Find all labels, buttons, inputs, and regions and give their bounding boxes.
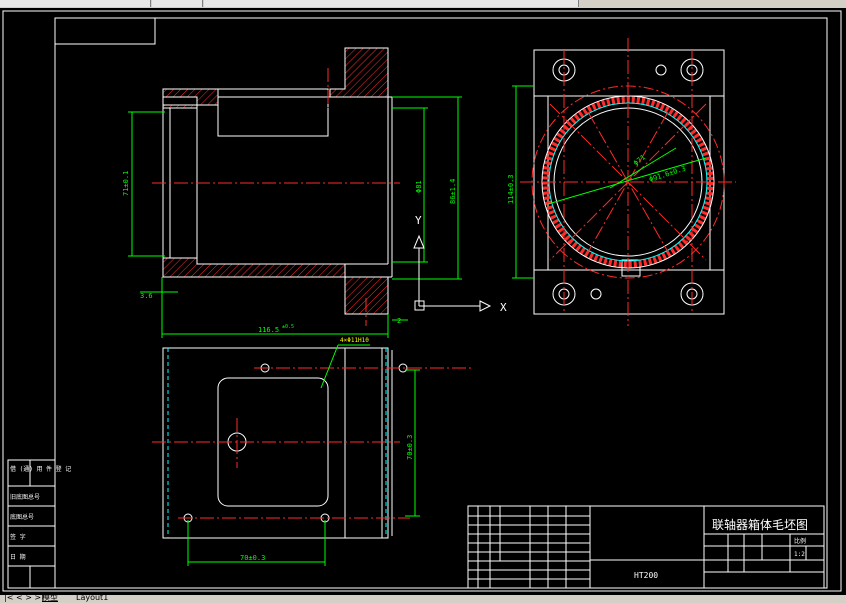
ucs-icon xyxy=(413,234,492,312)
tab-layout1[interactable]: Layout1 xyxy=(76,593,109,602)
part-title: 联轴器箱体毛坯图 xyxy=(712,517,808,532)
ucs-labels: X Y xyxy=(415,214,507,314)
ucs-x-label: X xyxy=(500,301,507,314)
toolbar-tab[interactable] xyxy=(152,0,203,7)
dim-outer-height: 86±1.4 xyxy=(449,179,457,204)
dim-height-left: 71±0.1 xyxy=(122,171,130,196)
dim-inner-dia: Φ81 xyxy=(415,180,423,193)
title-block-grid xyxy=(467,505,825,589)
bottom-centerlines xyxy=(152,367,474,519)
dim-pcd: Φ71 xyxy=(632,153,647,167)
front-section-view[interactable]: 71±0.1 3.6 116.5 ±0.5 2 Φ81 86±1.4 xyxy=(122,47,462,338)
dim-side-height: 70±0.3 xyxy=(406,435,414,460)
left-strip-label: 签 字 xyxy=(10,533,26,541)
side-view[interactable]: 114±0.3 Φ71 Φ91.6±0.3 xyxy=(507,38,736,326)
left-strip-label: 日 期 xyxy=(10,553,26,561)
toolbar-tab[interactable] xyxy=(204,0,579,7)
dim-small-right: 2 xyxy=(397,317,401,325)
tab-nav-arrows[interactable]: |< < > >| xyxy=(4,593,44,602)
left-strip-label: 底图总号 xyxy=(10,513,34,521)
front-dimensions xyxy=(128,96,462,338)
dim-total-tol: ±0.5 xyxy=(282,324,294,330)
front-dim-text: 71±0.1 3.6 116.5 ±0.5 2 Φ81 86±1.4 xyxy=(122,171,457,334)
dim-pattern-height: 114±0.3 xyxy=(507,174,515,204)
part-code: HT200 xyxy=(634,571,658,580)
scale-value: 1:2 xyxy=(794,551,805,558)
toolbar-tab[interactable] xyxy=(0,0,151,7)
left-strip-label: 借 (通) 用 件 登 记 xyxy=(10,465,71,473)
left-record-strip xyxy=(7,459,56,589)
cad-drawing-canvas[interactable]: 借 (通) 用 件 登 记 旧底图总号 底图总号 签 字 日 期 xyxy=(0,8,846,595)
dim-bottom-width: 70±0.3 xyxy=(240,554,265,562)
dim-total-length: 116.5 xyxy=(258,326,279,334)
bottom-dim-text: 70±0.3 70±0.3 4×Φ11H10 xyxy=(240,337,414,562)
hidden-lines xyxy=(167,348,387,538)
ucs-y-label: Y xyxy=(415,214,422,227)
hole-note: 4×Φ11H10 xyxy=(340,337,369,344)
side-centerlines xyxy=(520,38,736,326)
bottom-outline xyxy=(162,347,408,539)
front-centerlines xyxy=(152,68,400,326)
side-dimensions xyxy=(512,85,707,279)
bottom-view[interactable]: 70±0.3 70±0.3 4×Φ11H10 xyxy=(152,337,474,566)
scale-label: 比例 xyxy=(794,537,806,545)
top-toolbar-strip xyxy=(0,0,846,8)
left-strip-label: 旧底图总号 xyxy=(10,493,40,501)
dim-thickness: 3.6 xyxy=(140,292,153,300)
sheet-frame xyxy=(2,10,842,592)
dim-bore: Φ91.6±0.3 xyxy=(648,165,687,184)
bottom-dimensions xyxy=(187,344,420,566)
tab-model[interactable]: 模型 xyxy=(42,593,58,602)
left-strip-labels: 借 (通) 用 件 登 记 旧底图总号 底图总号 签 字 日 期 xyxy=(10,465,71,561)
title-block[interactable]: 联轴器箱体毛坯图 HT200 比例 1:2 xyxy=(467,505,825,589)
side-outline xyxy=(533,49,725,315)
layout-tab-bar: |< < > >| 模型 Layout1 xyxy=(0,593,846,603)
